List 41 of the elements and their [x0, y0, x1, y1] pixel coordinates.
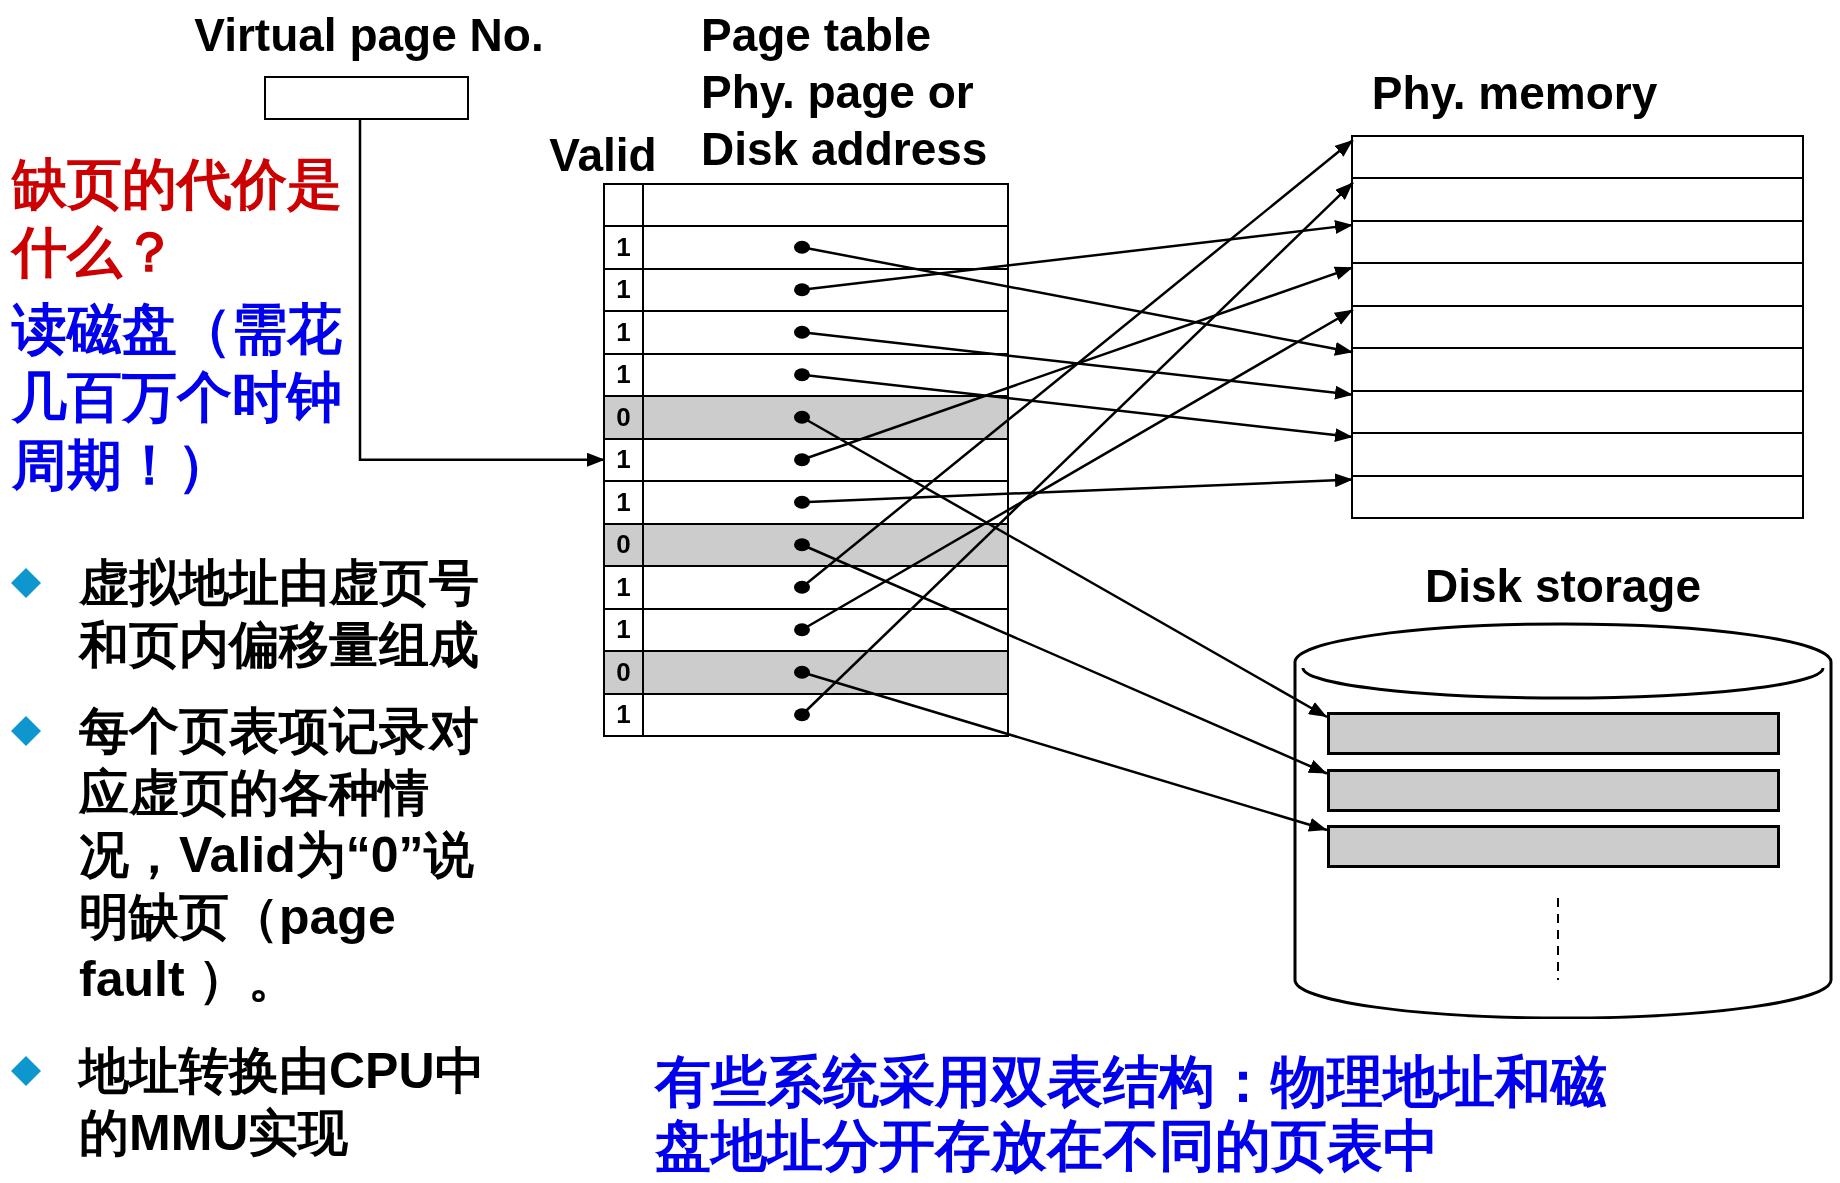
arrow: [794, 308, 1354, 637]
answer-text: 读磁盘（需花几百万个时钟周期！）: [12, 297, 343, 498]
page-table-entry: [605, 352, 814, 395]
arrow: [794, 240, 1354, 356]
arrow: [794, 473, 1354, 509]
page-table-entry: [605, 310, 814, 353]
page-table-entry: [605, 650, 814, 693]
arrow: [794, 139, 1354, 594]
page-table-entry: [605, 267, 814, 310]
section-heading: Virtual page No.: [193, 8, 545, 63]
arrow: [794, 220, 1354, 297]
arrow: [358, 120, 605, 467]
arrow: [794, 368, 1354, 443]
arrow: [794, 325, 1354, 400]
page-table-entry: [605, 565, 814, 608]
arrow: [794, 665, 1328, 832]
disk-block: [1327, 768, 1780, 812]
arrow: [794, 266, 1354, 467]
page-table-entry: [605, 607, 814, 650]
note-text: 有些系统采用双表结构：物理地址和磁盘地址分开存放在不同的页表中: [655, 1050, 1608, 1178]
column-heading: Valid: [548, 128, 658, 183]
page-table-entry: [605, 692, 814, 735]
section-heading: Disk storage: [1423, 559, 1703, 614]
bullet-text: 虚拟地址由虚页号和页内偏移量组成: [79, 554, 480, 675]
disk-block: [1327, 712, 1780, 755]
valid-bit: 1: [605, 694, 644, 735]
section-heading: Page table: [701, 8, 933, 63]
page-table-entry: [605, 225, 814, 268]
arrow: [794, 181, 1354, 722]
disk-block: [1327, 825, 1780, 868]
page-table-entry: [605, 480, 814, 523]
bullet-text: 每个页表项记录对应虚页的各种情况，Valid为“0”说明缺页（page fault ）。: [79, 702, 480, 1009]
question-text: 缺页的代价是什么？: [12, 152, 343, 285]
page-table-entry: [605, 437, 814, 480]
section-heading: Phy. memory: [1370, 66, 1659, 121]
column-heading: Phy. page or Disk address: [701, 65, 989, 177]
page-table-entry: [605, 522, 814, 565]
arrow: [794, 410, 1328, 719]
arrow: [794, 538, 1328, 775]
bullet-text: 地址转换由CPU中的MMU实现: [79, 1042, 486, 1163]
page-table-entry: [605, 395, 814, 438]
